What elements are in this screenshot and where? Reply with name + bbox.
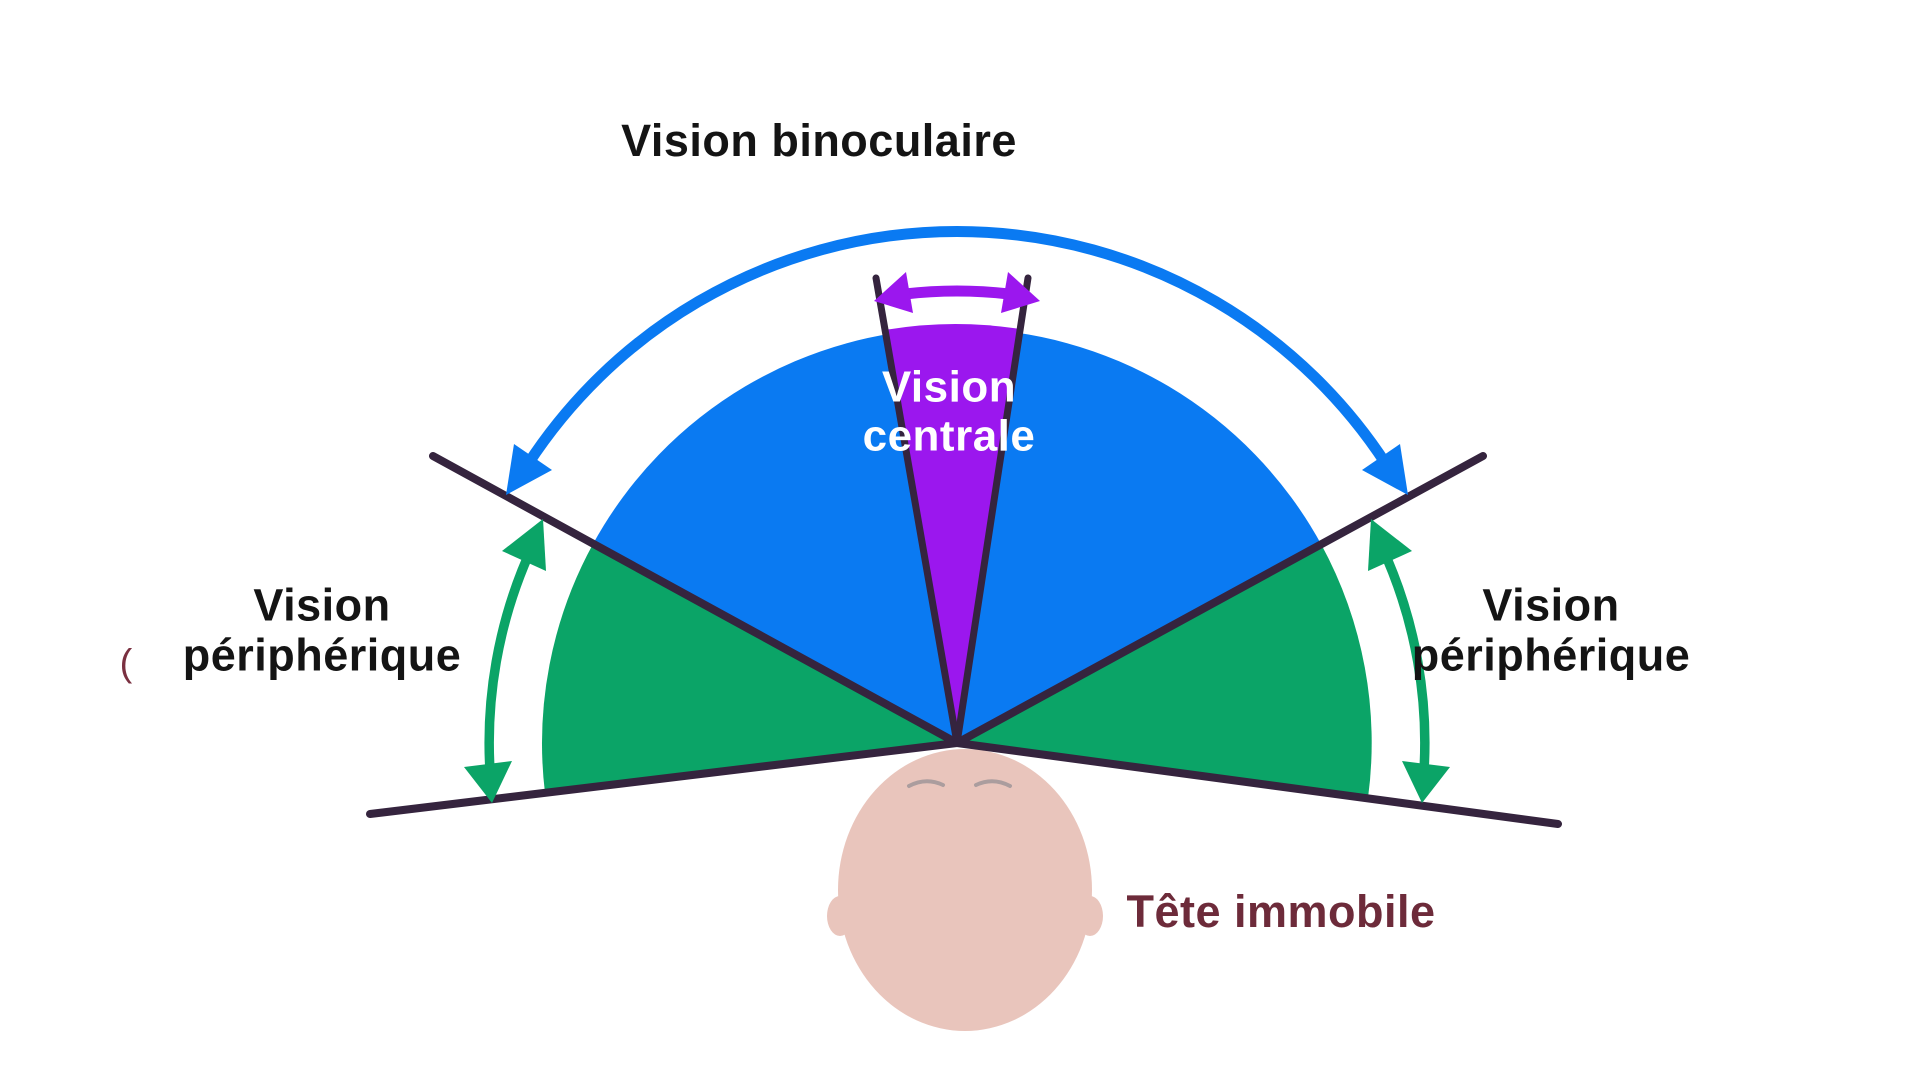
boundary-line-upper-right <box>953 452 1487 747</box>
central-wedge-edge-right <box>953 274 1032 747</box>
peripheral-arrowhead-left-top <box>502 519 546 571</box>
peripheral-arrowhead-left-bottom <box>464 761 512 803</box>
head-brow-right <box>974 779 1012 788</box>
label-tete-immobile: Tête immobile <box>1126 885 1436 937</box>
head-outline <box>838 749 1092 1031</box>
central-vision-wedge <box>885 323 1020 743</box>
peripheral-arrowhead-right-top <box>1368 519 1412 571</box>
head-brow-left <box>907 779 945 788</box>
peripheral-arc-left <box>484 542 538 785</box>
peripheral-arc-right <box>1376 542 1430 785</box>
head-top-view-icon <box>827 749 1103 1031</box>
peripheral-arc-arrow-left <box>464 519 546 803</box>
label-vision-centrale: Vision centrale <box>862 362 1036 461</box>
peripheral-vision-sector-left <box>542 544 957 793</box>
central-arrow-arc <box>904 285 1010 300</box>
boundary-line-lower-left <box>366 739 961 818</box>
peripheral-arrowhead-right-bottom <box>1402 761 1450 803</box>
label-vision-peripherique-left: Vision périphérique <box>182 579 462 681</box>
field-boundary-lines <box>366 274 1562 828</box>
stray-parenthesis-mark: ( <box>119 642 133 685</box>
boundary-line-upper-left <box>429 452 961 747</box>
central-arrowhead-right <box>1001 272 1040 313</box>
central-arrowhead-left <box>874 272 913 313</box>
binocular-arrowhead-right <box>1362 444 1408 495</box>
central-double-arrow <box>874 272 1040 313</box>
binocular-arc-arrow <box>506 225 1408 495</box>
binocular-arrowhead-left <box>506 444 552 495</box>
peripheral-vision-sector-right <box>957 544 1372 798</box>
label-vision-peripherique-right: Vision périphérique <box>1411 579 1691 681</box>
peripheral-arc-arrow-right <box>1368 519 1450 803</box>
central-wedge-edge-left <box>872 274 961 747</box>
title-vision-binoculaire: Vision binoculaire <box>621 114 1017 166</box>
binocular-arc <box>523 225 1391 468</box>
boundary-line-lower-right <box>953 739 1562 828</box>
